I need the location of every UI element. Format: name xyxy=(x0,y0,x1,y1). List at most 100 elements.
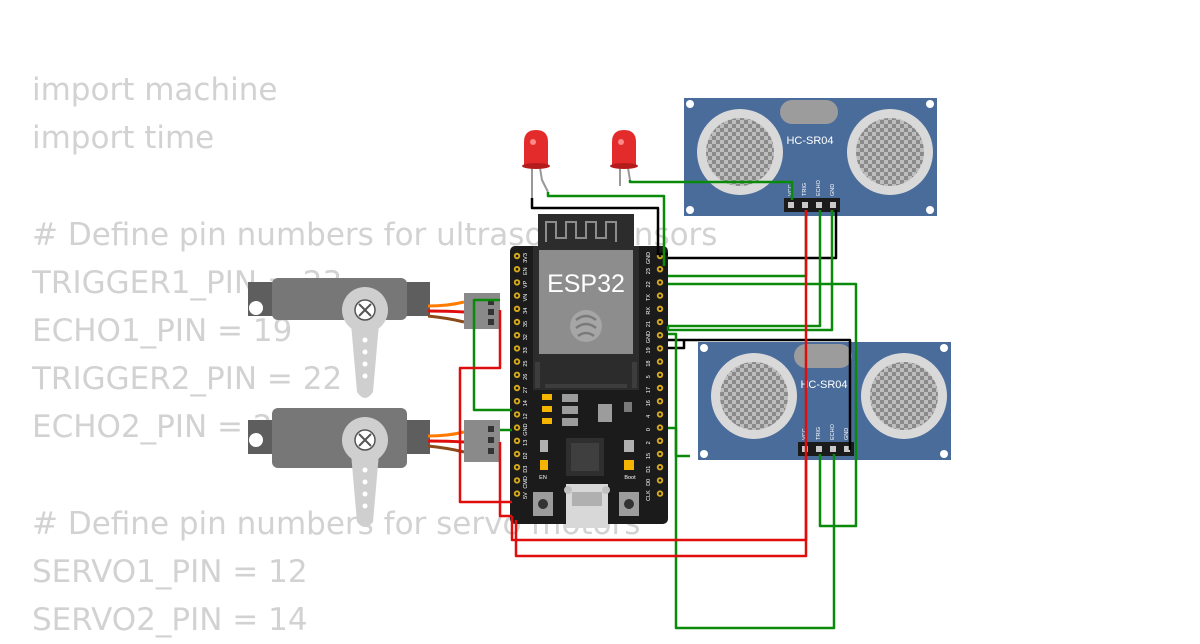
esp32-pin-label: 23 xyxy=(646,268,652,274)
left-pin-header: 3V3ENVPVN343532332526271412GND13D2D3CMD5… xyxy=(513,252,529,499)
esp32-pin-label: 17 xyxy=(646,387,652,393)
sensor-1-pin-trig: TRIG xyxy=(802,183,808,196)
en-button[interactable]: EN xyxy=(533,475,553,516)
esp32-pin-hole xyxy=(515,492,519,495)
esp32-pin-hole xyxy=(658,479,662,482)
sensor-2-pin-gnd: GND xyxy=(844,428,850,440)
code-line: ECHO1_PIN = 19 xyxy=(32,312,293,349)
esp32-pin-label: D0 xyxy=(646,479,652,486)
esp32-pin-label: D2 xyxy=(523,452,529,459)
servo-motor-1[interactable] xyxy=(248,278,500,398)
circuit-diagram: ESP32 EN Boot xyxy=(248,98,951,630)
sensor-1-label: HC-SR04 xyxy=(786,135,833,147)
esp32-pin-hole xyxy=(658,320,662,324)
sensor-1-pin-echo: ECHO xyxy=(816,179,822,196)
esp32-pin-hole xyxy=(658,373,662,377)
led-2[interactable] xyxy=(610,130,638,186)
esp32-pin-label: 16 xyxy=(646,400,652,406)
esp32-pin-label: 3V3 xyxy=(523,253,529,263)
esp32-pin-label: D3 xyxy=(523,466,529,473)
wire-servo1-signal xyxy=(472,298,512,412)
esp32-pin-label: 4 xyxy=(646,415,652,418)
esp32-pin-label: 15 xyxy=(646,453,652,459)
ultrasonic-sensor-1[interactable]: HC-SR04 VCC TRIG ECHO GND xyxy=(684,98,937,216)
wire-led2-signal xyxy=(628,180,794,200)
esp32-pin-hole xyxy=(658,281,662,284)
esp32-pin-hole xyxy=(658,465,662,469)
esp32-pin-label: 12 xyxy=(523,413,529,419)
esp32-pin-hole xyxy=(515,452,519,456)
esp32-pin-label: GND xyxy=(646,331,652,343)
esp32-pin-hole xyxy=(658,399,662,403)
esp32-pin-hole xyxy=(658,267,662,271)
esp32-pin-label: GND xyxy=(523,423,529,435)
ultrasonic-sensor-2[interactable]: HC-SR04 VCC TRIG ECHO GND xyxy=(698,342,951,460)
code-line: SERVO1_PIN = 12 xyxy=(32,553,308,590)
esp32-pin-hole xyxy=(515,347,519,350)
esp32-pin-hole xyxy=(515,465,519,469)
wire-5v-s1 xyxy=(510,210,808,542)
esp32-pin-hole xyxy=(658,307,662,311)
wire-s2-echo xyxy=(668,332,836,630)
esp32-pin-label: VN xyxy=(523,294,529,302)
esp32-pin-label: 35 xyxy=(523,321,529,327)
wire-s1-gnd xyxy=(668,210,838,260)
usb-port xyxy=(564,484,610,528)
esp32-pin-label: 26 xyxy=(523,374,529,380)
esp32-pin-label: 5 xyxy=(646,375,652,378)
wire-gnd-link xyxy=(668,340,686,350)
wire-led1-signal xyxy=(546,192,666,266)
wire-s2-gnd xyxy=(668,338,852,450)
esp32-pin-hole xyxy=(658,426,662,429)
esp32-pin-label: 19 xyxy=(646,347,652,353)
boot-button[interactable]: Boot xyxy=(619,475,639,516)
esp32-pin-label: CLK xyxy=(646,490,652,501)
esp32-pin-hole xyxy=(515,294,519,297)
boot-button-label: Boot xyxy=(624,475,636,481)
esp32-pin-label: 27 xyxy=(523,387,529,393)
esp32-pin-hole xyxy=(515,320,519,324)
esp32-pin-hole xyxy=(658,294,662,297)
esp32-pin-hole xyxy=(515,439,519,443)
esp32-pin-label: 14 xyxy=(523,400,529,406)
esp32-pin-label: 32 xyxy=(523,334,529,340)
esp32-pin-hole xyxy=(658,360,662,363)
esp32-board[interactable]: ESP32 EN Boot xyxy=(510,214,668,528)
esp32-pin-label: 22 xyxy=(646,281,652,287)
esp32-pin-label: 2 xyxy=(646,441,652,444)
esp32-pin-hole xyxy=(515,281,519,284)
esp32-pin-label: 0 xyxy=(646,428,652,431)
esp32-pin-hole xyxy=(658,254,662,258)
esp32-pin-label: 34 xyxy=(523,308,529,314)
led-1[interactable] xyxy=(522,130,550,200)
wire-s2-trig xyxy=(668,282,858,528)
esp32-pin-hole xyxy=(515,399,519,403)
esp32-pin-hole xyxy=(658,452,662,456)
esp32-pin-hole xyxy=(658,413,662,416)
esp32-pin-hole xyxy=(515,360,519,363)
en-button-label: EN xyxy=(539,475,547,481)
esp32-pin-hole xyxy=(658,439,662,443)
esp32-pin-hole xyxy=(515,307,519,311)
esp32-pin-hole xyxy=(515,479,519,482)
wires xyxy=(458,180,858,630)
wire-s1-echo xyxy=(668,210,822,328)
esp32-pin-hole xyxy=(515,333,519,337)
esp32-pin-hole xyxy=(515,267,519,271)
sensor-2-label: HC-SR04 xyxy=(800,379,847,391)
esp32-pin-hole xyxy=(515,386,519,390)
servo-motor-2[interactable] xyxy=(248,408,500,527)
wire-servo1-power xyxy=(458,310,512,504)
esp32-pin-label: RX xyxy=(646,307,652,315)
esp32-pin-label: EN xyxy=(523,267,529,275)
sensor-2-pin-echo: ECHO xyxy=(830,423,836,440)
wire-s1-trig xyxy=(668,210,808,278)
esp32-pin-label: TX xyxy=(646,294,652,301)
esp32-pin-hole xyxy=(515,373,519,377)
wire-5v-s2 xyxy=(514,456,808,558)
chip-label: ESP32 xyxy=(547,270,625,298)
esp32-pin-label: CMD xyxy=(523,476,529,489)
esp32-pin-label: 5V xyxy=(523,492,529,499)
esp32-pin-label: 18 xyxy=(646,361,652,367)
wire-servo2-power xyxy=(498,442,512,518)
